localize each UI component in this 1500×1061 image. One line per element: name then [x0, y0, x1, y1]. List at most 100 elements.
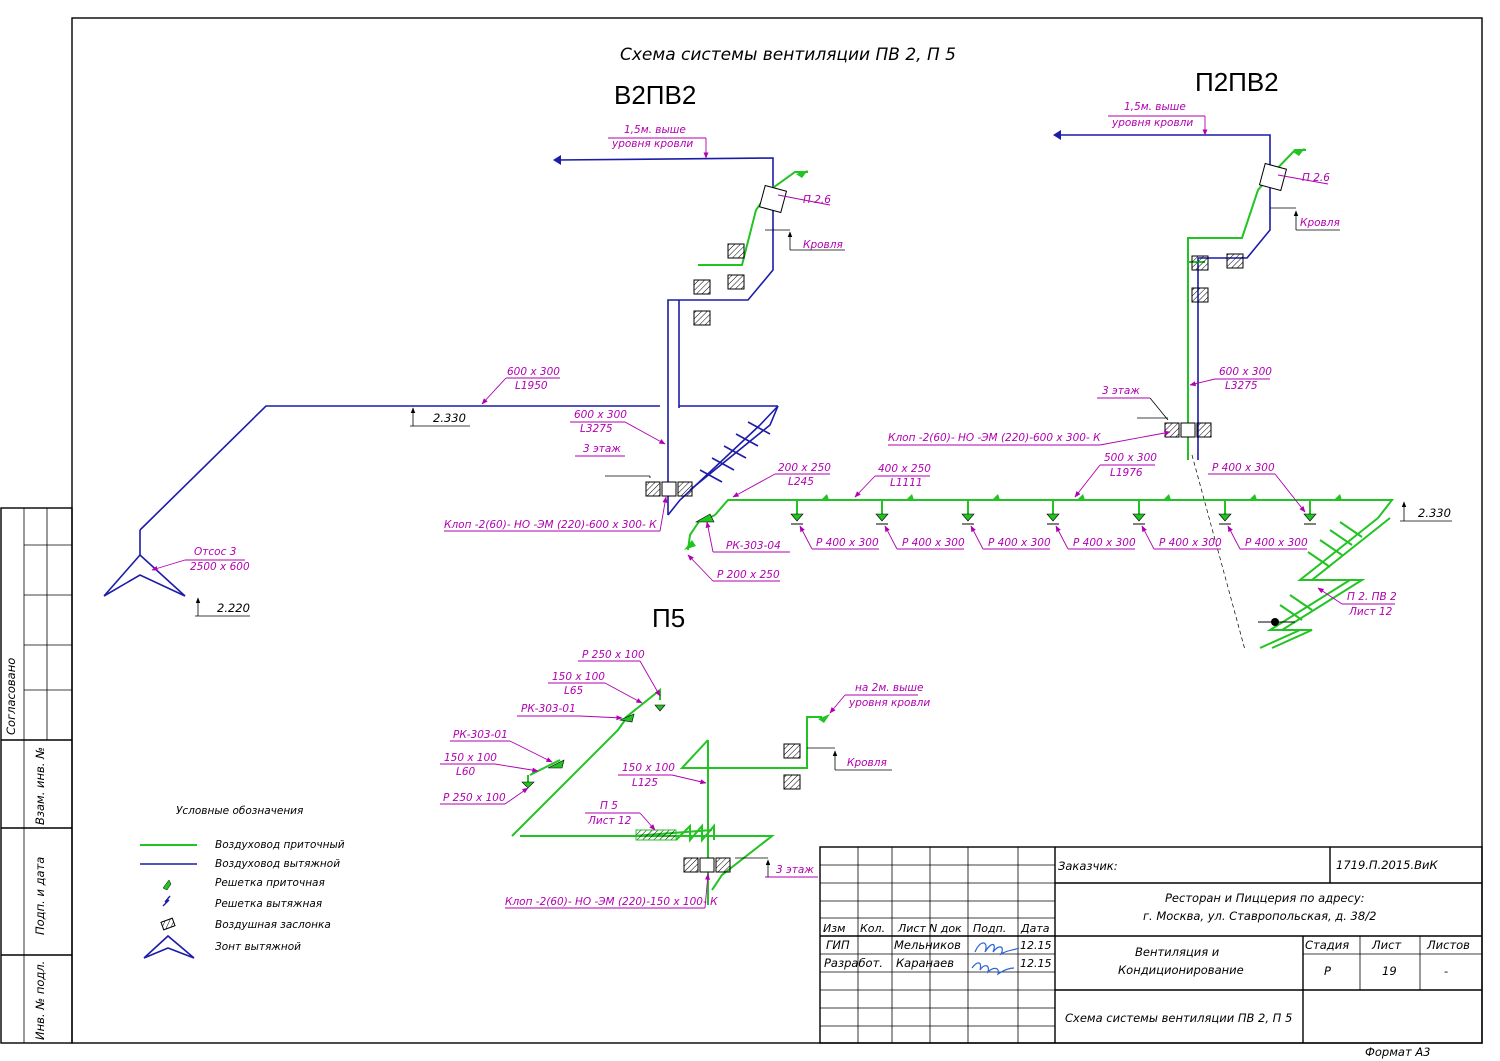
label-above-roof: 1,5м. выше	[624, 124, 686, 136]
supply-grille-icon	[694, 513, 715, 523]
label-above-roof: уровня кровли	[1111, 117, 1193, 129]
stamp-h-izm: Изм	[823, 922, 845, 935]
damper-icon	[727, 274, 745, 290]
label-r400x300: Р 400 х 300	[1245, 537, 1308, 549]
exhaust-hood-icon	[143, 934, 195, 959]
legend-title: Условные обозначения	[176, 805, 303, 817]
title-block: Заказчик: 1719.П.2015.ВиК Ресторан и Пиц…	[819, 846, 1483, 1044]
label-above-roof: уровня кровли	[611, 138, 693, 150]
damper-icon	[1196, 422, 1212, 438]
label-r400x300: Р 400 х 300	[1212, 462, 1275, 474]
label-r400x300: Р 400 х 300	[988, 537, 1051, 549]
supply-grille-icon	[1132, 513, 1146, 522]
supply-grille-icon	[162, 879, 172, 891]
label-rk30301: РК-303-01	[521, 703, 576, 715]
stamp-customer-label: Заказчик:	[1058, 859, 1118, 873]
side-inv-orig: Инв. № подл.	[33, 961, 47, 1040]
label-klop-150: Клоп -2(60)- НО -ЭМ (220)-150 х 100- К	[505, 896, 718, 908]
supply-grille-icon	[618, 713, 635, 723]
label-600x300: 600 х 300	[574, 409, 627, 421]
damper-icon	[1191, 255, 1209, 271]
b2pv2-supply-duct	[698, 170, 808, 266]
stamp-dev: Разработ.	[824, 956, 883, 970]
damper-icon	[783, 774, 801, 790]
legend-item: Зонт вытяжной	[215, 941, 301, 953]
system-p5-label: П5	[652, 603, 685, 633]
label-400x250: 400 х 250	[878, 463, 931, 475]
roof-unit-icon	[758, 184, 788, 214]
label-above-roof: 1,5м. выше	[1124, 101, 1186, 113]
supply-grille-icon	[1303, 513, 1317, 522]
stamp-h-ndoc: N док	[929, 922, 962, 935]
label-otsos-size: 2500 х 600	[190, 561, 250, 573]
p2pv2-supply-duct	[1187, 148, 1306, 460]
damper-icon	[693, 310, 711, 326]
label-roof: Кровля	[803, 239, 843, 251]
damper-icon	[683, 857, 699, 873]
roof-unit-icon	[1258, 162, 1288, 192]
stamp-gip-date: 12.15	[1020, 939, 1052, 952]
damper-icon	[645, 481, 661, 497]
legend-item: Воздуховод приточный	[215, 839, 345, 851]
supply-grille-icon	[961, 513, 975, 522]
label-p2pv2-ref: П 2. ПВ 2	[1347, 591, 1397, 603]
stamp-h-podp: Подп.	[973, 922, 1006, 935]
label-r400x300: Р 400 х 300	[1073, 537, 1136, 549]
label-150x100: 150 х 100	[622, 762, 675, 774]
label-roof: Кровля	[1300, 217, 1340, 229]
system-b2pv2-label: В2ПВ2	[614, 80, 696, 110]
label-rk30301: РК-303-01	[453, 729, 508, 741]
damper-icon	[693, 279, 711, 295]
label-200x250: 200 х 250	[778, 462, 831, 474]
air-valve-icon	[699, 857, 715, 873]
damper-icon	[1191, 287, 1209, 303]
legend-item: Воздуховод вытяжной	[215, 858, 340, 870]
label-floor3: 3 этаж	[776, 864, 814, 876]
label-r250x100: Р 250 х 100	[443, 792, 506, 804]
stamp-h-list: Лист	[897, 922, 926, 935]
side-sign-date: Подп. и дата	[33, 857, 47, 935]
label-l1950: L1950	[515, 380, 548, 392]
air-damper-icon	[160, 917, 176, 931]
damper-icon	[1226, 253, 1244, 269]
exhaust-hood-icon	[103, 553, 186, 597]
label-roof: Кровля	[847, 757, 887, 769]
label-r250x100: Р 250 х 100	[582, 649, 645, 661]
label-l65: L65	[564, 685, 584, 697]
damper-icon	[783, 743, 801, 759]
supply-grille-icon	[1046, 513, 1060, 522]
label-l60: L60	[456, 766, 476, 778]
supply-grille-icon	[521, 781, 535, 789]
damper-icon	[715, 857, 731, 873]
stamp-section: Вентиляция и	[1135, 945, 1220, 959]
side-agreed: Согласовано	[4, 658, 18, 735]
label-klop-600: Клоп -2(60)- НО -ЭМ (220)-600 х 300- К	[888, 432, 1101, 444]
stamp-code: 1719.П.2015.ВиК	[1336, 858, 1439, 872]
stamp-stage-h: Стадия	[1305, 938, 1349, 952]
level-2330: 2.330	[433, 411, 466, 425]
label-r400x300: Р 400 х 300	[1159, 537, 1222, 549]
stamp-gip: ГИП	[826, 938, 850, 952]
stamp-sheets: -	[1444, 964, 1448, 978]
label-r400x300: Р 400 х 300	[902, 537, 965, 549]
stamp-drawing-title: Схема системы вентиляции ПВ 2, П 5	[1065, 1011, 1292, 1025]
label-otsos: Отсос 3	[194, 546, 236, 558]
main-supply-duct	[687, 494, 1395, 649]
p2pv2-exhaust-duct	[1053, 130, 1271, 460]
stamp-section: Кондиционирование	[1118, 963, 1244, 977]
label-r200x250: Р 200 х 250	[717, 569, 780, 581]
side-inv-replace: Взам. инв. №	[33, 747, 47, 825]
label-klop-600: Клоп -2(60)- НО -ЭМ (220)-600 х 300- К	[444, 519, 657, 531]
air-valve-icon	[661, 481, 677, 497]
label-l3275: L3275	[580, 423, 613, 435]
side-stamp: Согласовано Взам. инв. № Подп. и дата Ин…	[0, 507, 73, 1044]
damper-icon	[727, 243, 745, 259]
b2pv2-exhaust-duct	[103, 155, 779, 597]
label-600x300: 600 х 300	[1219, 366, 1272, 378]
system-p2pv2-label: П2ПВ2	[1195, 67, 1279, 97]
stamp-stage: Р	[1324, 964, 1331, 978]
label-floor3: 3 этаж	[1102, 385, 1140, 397]
stamp-sheets-h: Листов	[1426, 938, 1470, 952]
stamp-address: Ресторан и Пиццерия по адресу:	[1165, 891, 1365, 905]
